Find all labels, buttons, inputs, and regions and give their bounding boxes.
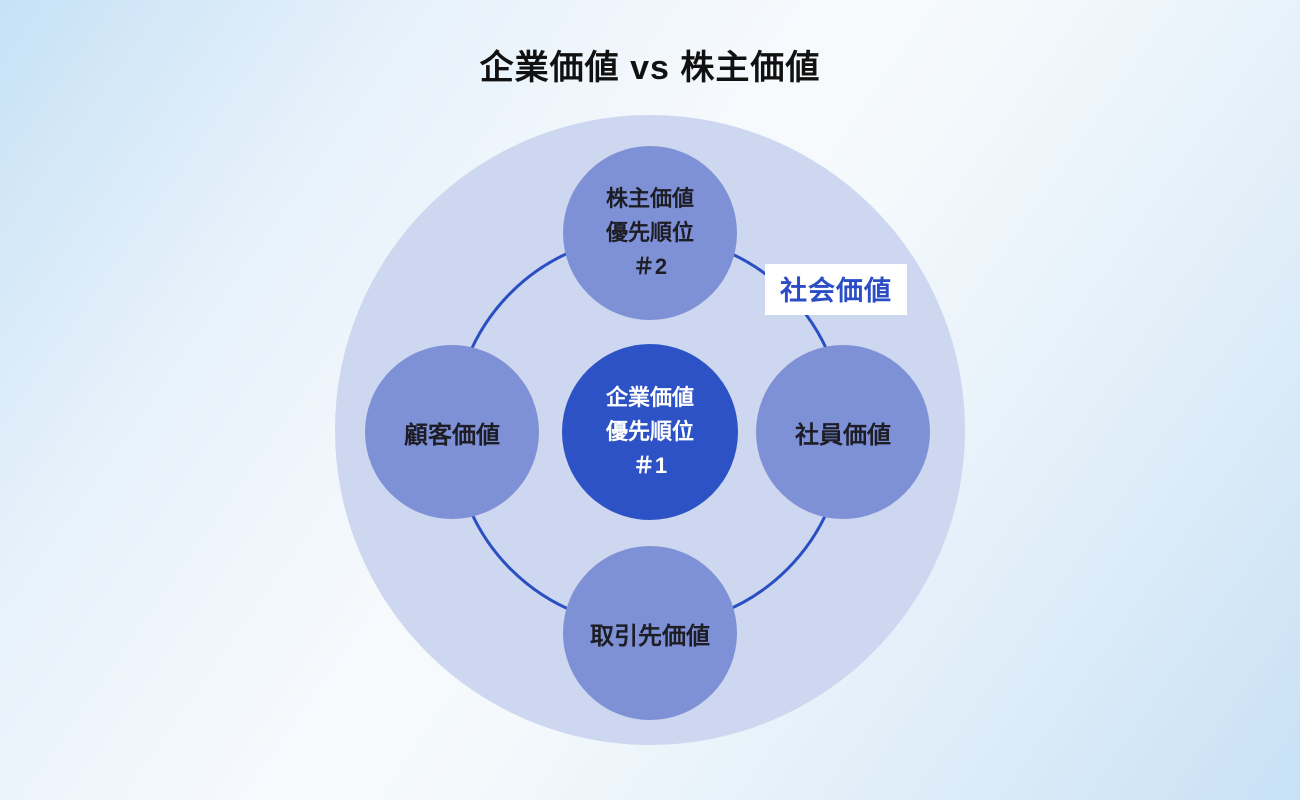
node-corporate-value: 企業価値 優先順位 ＃1 (562, 344, 738, 520)
node-supplier-value: 取引先価値 (563, 546, 737, 720)
diagram-title: 企業価値 vs 株主価値 (479, 49, 821, 87)
society-value-label: 社会価値 (765, 264, 907, 315)
node-customer-value: 顧客価値 (365, 345, 539, 519)
node-shareholder-value: 株主価値 優先順位 ＃2 (563, 146, 737, 320)
node-employee-value: 社員価値 (756, 345, 930, 519)
node-corporate-value-label: 企業価値 優先順位 ＃1 (605, 385, 694, 478)
node-customer-value-label: 顧客価値 (404, 421, 500, 449)
node-employee-value-label: 社員価値 (795, 421, 891, 449)
node-supplier-value-label: 取引先価値 (590, 622, 710, 650)
node-shareholder-value-label: 株主価値 優先順位 ＃2 (605, 186, 694, 279)
